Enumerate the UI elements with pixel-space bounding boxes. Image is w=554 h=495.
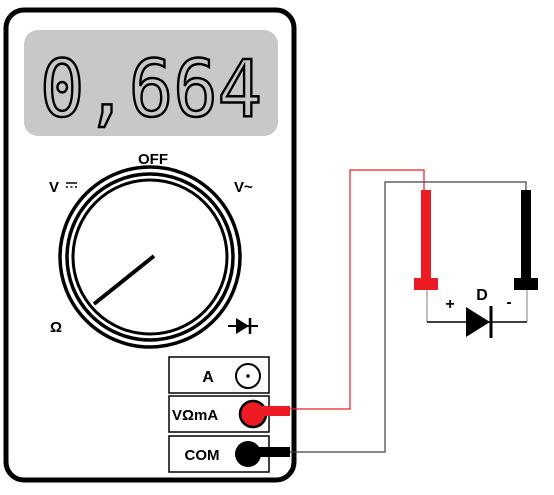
cathode-sign: - (506, 294, 511, 311)
diode-label: D (476, 287, 488, 304)
display-reading: 0,664 (40, 45, 262, 135)
dial-pointer (92, 254, 156, 306)
dial-label-ac-volts: V~ (234, 179, 253, 196)
jack-label-amps: A (202, 369, 214, 386)
jack-label-common: COM (185, 447, 220, 464)
black-test-lead-wire (290, 181, 527, 453)
black-plug (235, 441, 290, 467)
amps-jack[interactable] (235, 363, 261, 389)
lcd-display (24, 30, 278, 136)
dial-label-off: OFF (138, 151, 168, 168)
dc-symbol-icon (66, 182, 77, 188)
dial-label-dc-volts: V (49, 179, 59, 196)
jack-label-volt-ohm-ma: VΩmA (172, 407, 218, 424)
diode-mode-icon (228, 318, 258, 334)
red-plug (238, 399, 290, 429)
red-probe[interactable] (414, 190, 438, 322)
dial-label-ohms: Ω (50, 319, 62, 336)
black-probe[interactable] (514, 190, 538, 322)
diode-symbol-icon (466, 306, 493, 338)
rotary-selector-dial[interactable] (58, 165, 242, 349)
red-test-lead-wire (290, 169, 425, 410)
anode-sign: + (445, 296, 454, 313)
